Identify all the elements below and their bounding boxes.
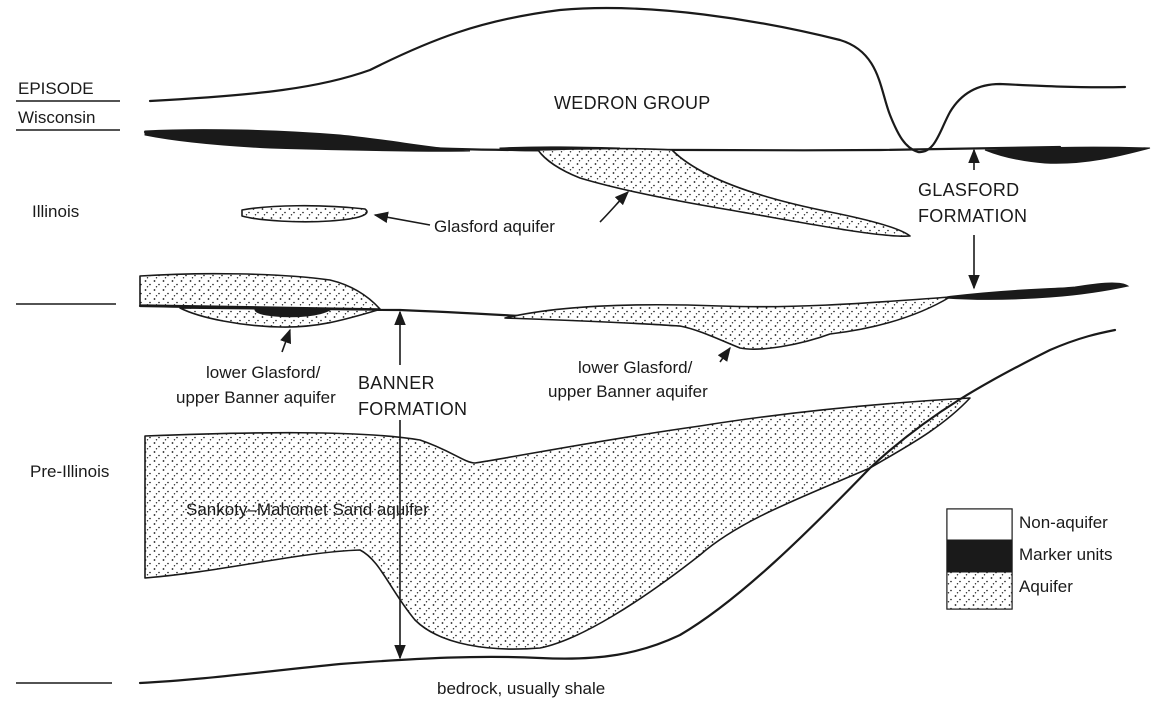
legend-label-marker: Marker units	[1019, 545, 1113, 564]
wedron-group-label: WEDRON GROUP	[554, 93, 711, 113]
lower-glasford-aquifer-left-top	[140, 274, 380, 309]
banner-formation-label-2: FORMATION	[358, 399, 467, 419]
lower-aquifer-pointer-right	[720, 348, 730, 362]
banner-formation-label-1: BANNER	[358, 373, 435, 393]
lower-aquifer-right-label-2: upper Banner aquifer	[548, 382, 708, 401]
episode-wisconsin: Wisconsin	[18, 108, 95, 127]
marker-unit-right	[985, 147, 1150, 163]
episode-pre-illinois: Pre-Illinois	[30, 462, 109, 481]
legend-swatch-non-aquifer	[947, 509, 1012, 540]
legend-swatch-aquifer	[947, 572, 1012, 609]
episode-header: EPISODE	[18, 79, 94, 98]
legend: Non-aquifer Marker units Aquifer	[947, 509, 1113, 609]
legend-label-non-aquifer: Non-aquifer	[1019, 513, 1108, 532]
glasford-aquifer-label: Glasford aquifer	[434, 217, 555, 236]
glasford-formation-label-1: GLASFORD	[918, 180, 1019, 200]
episode-illinois: Illinois	[32, 202, 79, 221]
sankoty-mahomet-aquifer	[145, 398, 970, 649]
marker-unit-right-lower	[945, 283, 1128, 299]
glasford-formation-label-2: FORMATION	[918, 206, 1027, 226]
wedron-surface-line	[150, 8, 1125, 152]
glasford-aquifer-pointer-right	[600, 192, 628, 222]
legend-label-aquifer: Aquifer	[1019, 577, 1073, 596]
lower-aquifer-pointer-left	[282, 330, 290, 352]
lower-aquifer-right-label-1: lower Glasford/	[578, 358, 693, 377]
legend-swatch-marker	[947, 540, 1012, 572]
lower-aquifer-left-label-2: upper Banner aquifer	[176, 388, 336, 407]
glasford-aquifer-pointer-left	[375, 215, 430, 225]
glasford-aquifer-lens-right	[538, 149, 910, 237]
sankoty-mahomet-label: Sankoty–Mahomet Sand aquifer	[186, 500, 429, 519]
lower-aquifer-left-label-1: lower Glasford/	[206, 363, 321, 382]
bedrock-label: bedrock, usually shale	[437, 679, 605, 698]
glasford-aquifer-lens-left	[242, 206, 367, 222]
lower-glasford-aquifer-right	[505, 297, 950, 349]
